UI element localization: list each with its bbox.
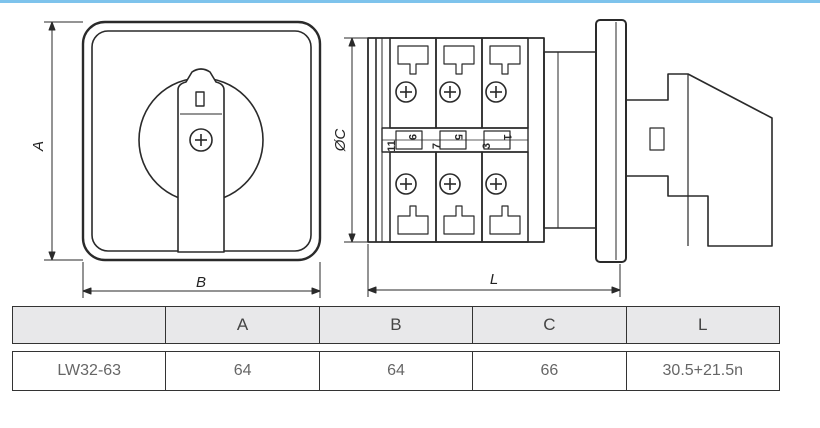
table-cell-model: LW32-63 bbox=[11, 351, 167, 391]
dimension-l-label: L bbox=[490, 271, 498, 288]
dimension-table-header: A B C L bbox=[11, 306, 781, 344]
front-view bbox=[81, 20, 322, 262]
table-header-cell bbox=[11, 306, 167, 344]
terminal-label: 7 bbox=[431, 143, 443, 149]
dimension-c-label: ØC bbox=[332, 129, 349, 153]
dimension-b-label: B bbox=[196, 274, 206, 291]
table-header-row: A B C L bbox=[11, 306, 781, 344]
table-header-cell: A bbox=[165, 306, 320, 344]
terminal-label: 11 bbox=[386, 140, 398, 152]
terminal-screws-bottom bbox=[395, 173, 507, 195]
table-cell: 64 bbox=[165, 351, 320, 391]
side-view bbox=[367, 19, 773, 263]
dimension-c bbox=[344, 37, 368, 243]
table-cell: 30.5+21.5n bbox=[625, 351, 781, 391]
table-row: LW32-63 64 64 66 30.5+21.5n bbox=[11, 351, 781, 391]
front-plate-side bbox=[595, 19, 627, 263]
terminal-screws-top bbox=[395, 81, 507, 103]
technical-drawing: A B bbox=[30, 19, 773, 298]
terminal-label: 9 bbox=[406, 134, 418, 140]
dimension-a-label: A bbox=[30, 141, 47, 152]
front-outer-square bbox=[81, 20, 322, 262]
dimension-b bbox=[82, 262, 321, 298]
table-cell: 66 bbox=[472, 351, 627, 391]
top-accent-line bbox=[0, 0, 820, 3]
handle-side-profile bbox=[625, 73, 773, 247]
handle-side-pin bbox=[649, 127, 665, 151]
terminal-label: 3 bbox=[481, 143, 493, 149]
table-header-cell: B bbox=[318, 306, 474, 344]
dimension-l bbox=[367, 244, 621, 297]
handle-indicator-slot bbox=[195, 91, 205, 107]
spacer-block bbox=[543, 51, 597, 229]
table-header-cell: C bbox=[472, 306, 627, 344]
terminal-label: 5 bbox=[452, 134, 464, 140]
table-header-cell: L bbox=[625, 306, 781, 344]
handle-screw bbox=[189, 128, 213, 152]
switch-handle bbox=[177, 68, 225, 253]
dimension-a bbox=[44, 21, 83, 261]
terminal-label: 1 bbox=[501, 134, 513, 140]
table-cell: 64 bbox=[318, 351, 474, 391]
dimension-table-body: LW32-63 64 64 66 30.5+21.5n bbox=[11, 351, 781, 391]
lower-contact-blocks bbox=[389, 151, 529, 243]
